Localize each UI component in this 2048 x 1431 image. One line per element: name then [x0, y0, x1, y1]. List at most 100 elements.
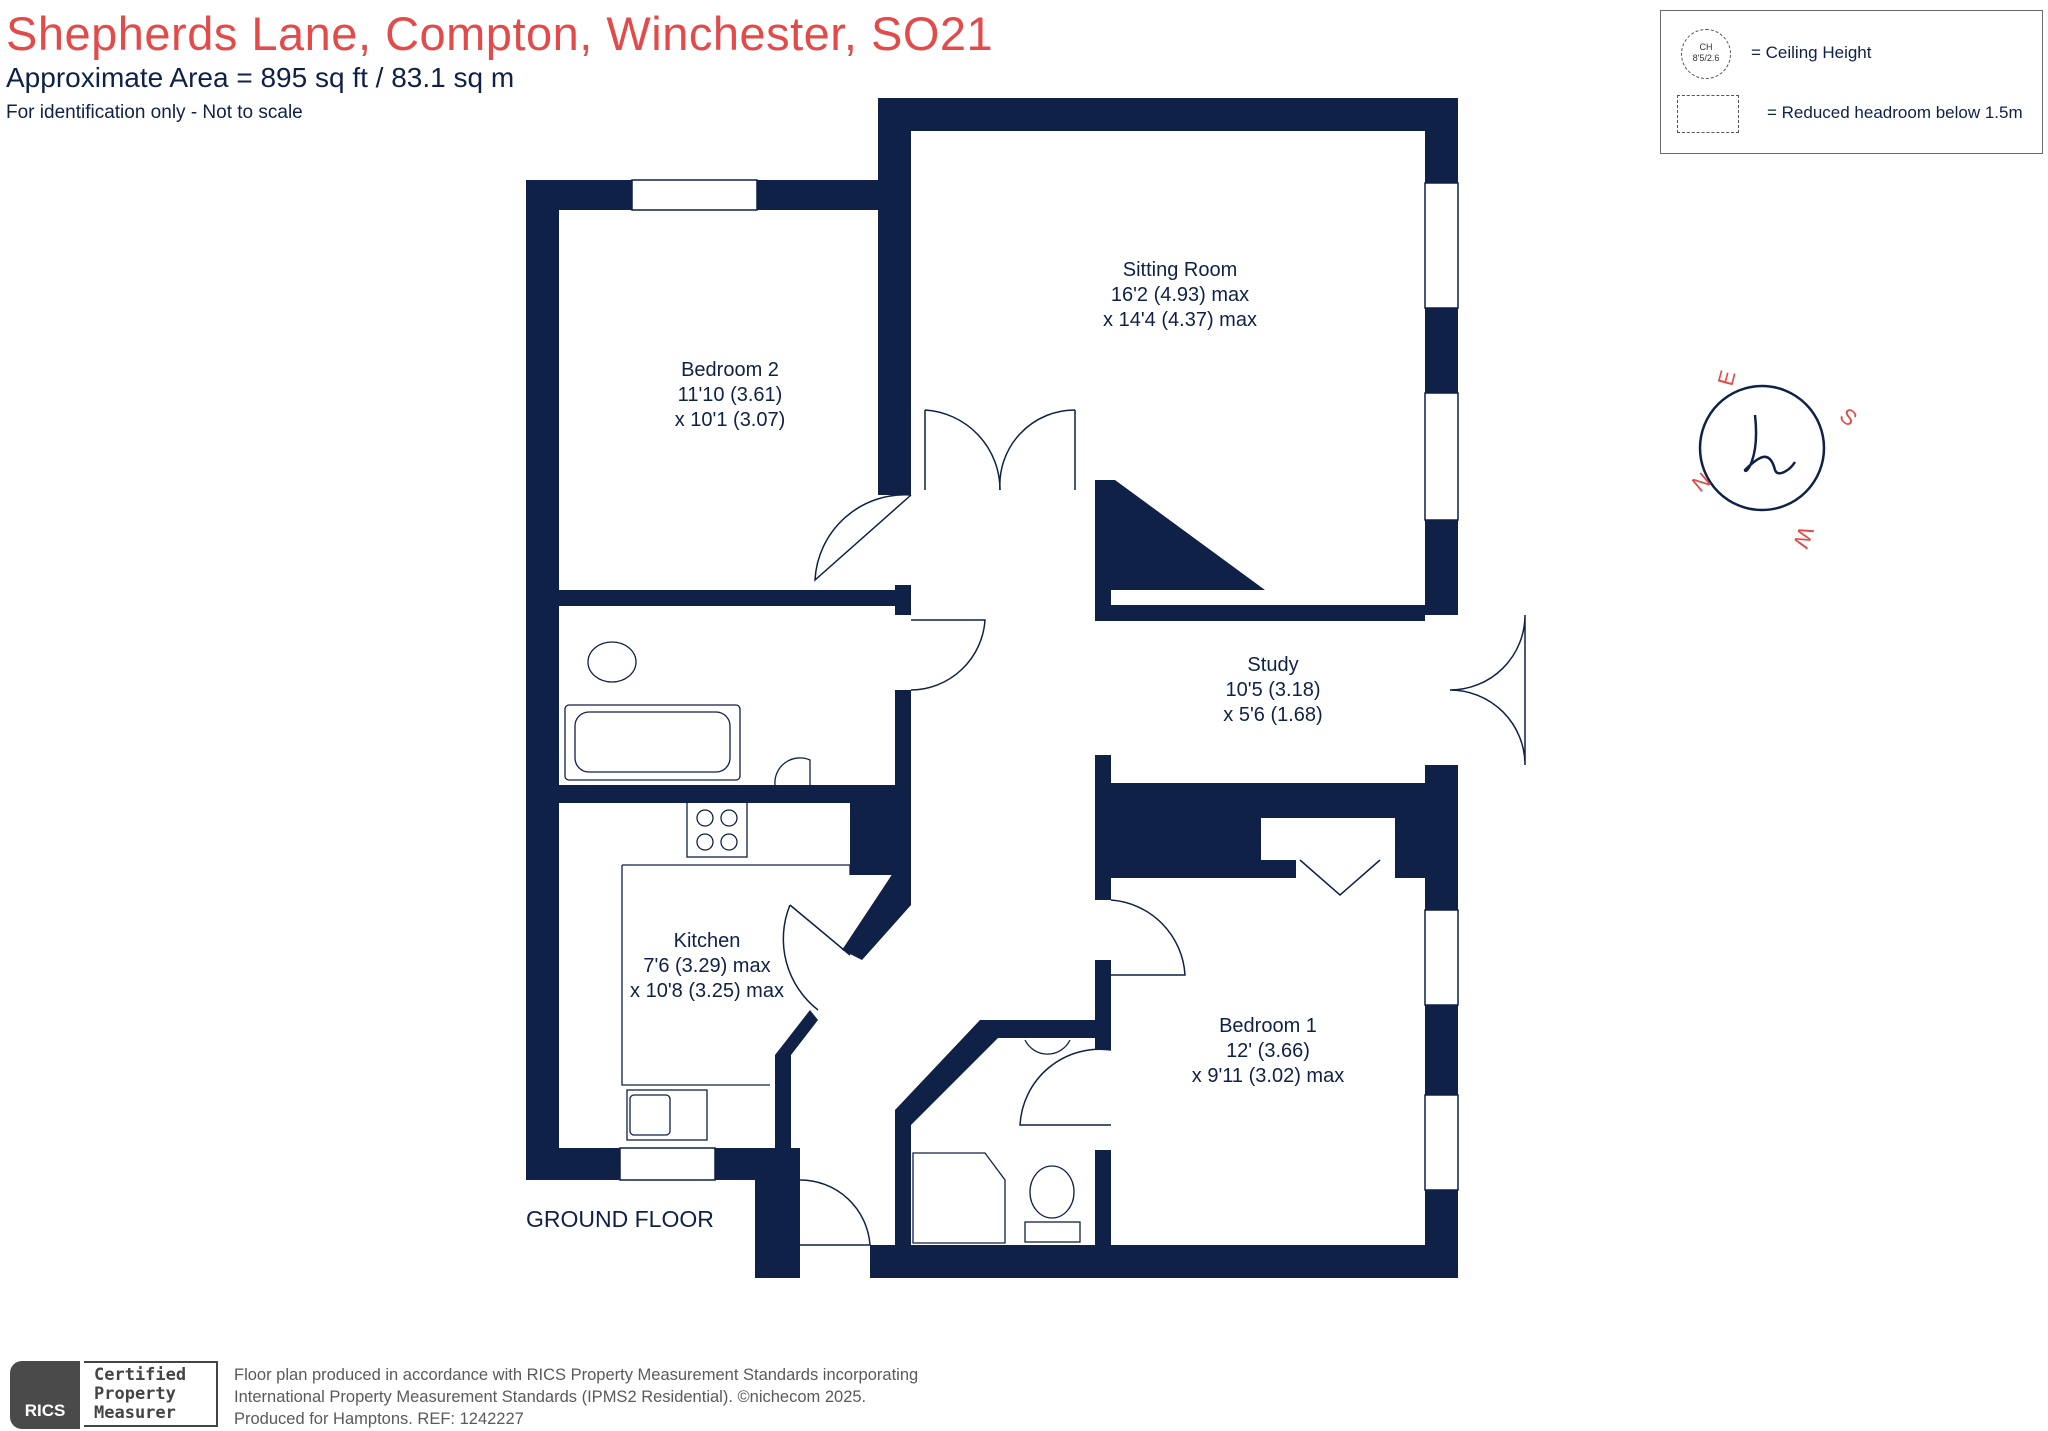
north-wall-bedroom2-a — [526, 180, 632, 210]
room-name: Kitchen — [673, 930, 741, 952]
kitchen-pillar — [850, 800, 911, 875]
kitchen-angled-wall — [842, 870, 911, 960]
room-dimension: 11'10 (3.61) — [677, 384, 783, 406]
sitting-west-wall-upper — [878, 98, 911, 495]
cupboard-doors — [1299, 859, 1381, 896]
bathroom-east-stub — [895, 585, 911, 615]
study-south-west — [1095, 755, 1111, 900]
study-south-wall — [1111, 783, 1425, 818]
approximate-area: Approximate Area = 895 sq ft / 83.1 sq m — [6, 61, 515, 93]
room-dimension: 16'2 (4.93) max — [1110, 284, 1250, 306]
room-dimension: x 9'11 (3.02) max — [1191, 1065, 1345, 1087]
header: Shepherds Lane, Compton, Winchester, SO2… — [6, 8, 993, 124]
kitchen-south-wall-a — [526, 1148, 620, 1180]
sitting-door-left — [924, 409, 1001, 491]
badge-line: Certified — [94, 1365, 187, 1385]
bedroom2-door — [814, 494, 912, 582]
bathroom-door — [910, 619, 986, 691]
ceiling-symbol-line1: CH — [1699, 42, 1713, 52]
bedroom1-window-2 — [1424, 1094, 1459, 1191]
room-name: Bedroom 1 — [1219, 1015, 1317, 1037]
bedroom1-north-wall-a — [1111, 860, 1296, 878]
ensuite-cistern — [1024, 1221, 1081, 1243]
bedroom1-north-wall-b — [1395, 818, 1425, 878]
bath-icon — [564, 704, 741, 781]
bedroom1-door — [1110, 899, 1186, 976]
bedroom2-window — [631, 179, 758, 211]
ensuite-west-wall — [895, 1110, 911, 1245]
sitting-door-right — [999, 409, 1076, 491]
hob-ring — [720, 833, 738, 851]
room-dimension: 10'5 (3.18) — [1225, 679, 1321, 701]
ensuite-toilet-icon — [1029, 1165, 1075, 1219]
walls — [526, 98, 1458, 1278]
east-wall-5 — [1425, 1005, 1458, 1095]
room-study: Study 10'5 (3.18) x 5'6 (1.68) — [1223, 653, 1322, 728]
footer-line: Produced for Hamptons. REF: 1242227 — [234, 1410, 524, 1428]
bathroom-east-wall — [895, 690, 911, 790]
kitchen-worktop — [621, 864, 851, 1086]
room-name: Study — [1247, 654, 1299, 676]
room-dimension: 7'6 (3.29) max — [643, 955, 771, 977]
sink-bowl — [629, 1094, 671, 1136]
ceiling-height-symbol: CH 8'5/2.6 — [1681, 29, 1731, 79]
ensuite-north-wall — [985, 1020, 1095, 1038]
shower-icon — [912, 1152, 1006, 1244]
rics-certified-badge: RICS Certified Property Measurer — [10, 1361, 219, 1431]
bathroom-toilet-icon — [587, 641, 637, 683]
hob-icon — [686, 801, 748, 858]
west-wall — [526, 180, 559, 1180]
hall-west-wall — [775, 1055, 791, 1180]
sitting-window-1 — [1424, 182, 1459, 309]
bedroom1-west-wall-a — [1095, 960, 1111, 1020]
ensuite-east-stub — [1095, 1020, 1111, 1050]
entrance-door — [799, 1179, 871, 1246]
room-bedroom-1: Bedroom 1 12' (3.66) x 9'11 (3.02) max — [1192, 1014, 1344, 1089]
ceiling-symbol-line2: 8'5/2.6 — [1692, 53, 1720, 63]
room-dimension: x 14'4 (4.37) max — [1103, 309, 1257, 331]
room-name: Bedroom 2 — [681, 359, 779, 381]
compass: N E S W — [1687, 368, 1862, 552]
compass-n: N — [1687, 467, 1715, 496]
compass-s: S — [1835, 403, 1862, 432]
bedroom2-south-wall — [559, 590, 899, 606]
room-dimension: x 10'8 (3.25) max — [630, 980, 784, 1002]
footer-line: International Property Measurement Stand… — [234, 1388, 867, 1406]
compass-e: E — [1713, 368, 1741, 389]
room-sitting-room: Sitting Room 16'2 (4.93) max x 14'4 (4.3… — [1103, 258, 1257, 333]
ensuite-basin-icon — [1024, 1039, 1071, 1055]
disclaimer-note: For identification only - Not to scale — [6, 101, 303, 123]
sitting-window-2 — [1424, 392, 1459, 521]
footer-credits: Floor plan produced in accordance with R… — [234, 1364, 918, 1430]
footer-line: Floor plan produced in accordance with R… — [234, 1366, 919, 1384]
bathroom-south-wall — [559, 785, 911, 803]
room-kitchen: Kitchen 7'6 (3.29) max x 10'8 (3.25) max — [630, 929, 784, 1004]
certified-measurer-text: Certified Property Measurer — [84, 1361, 218, 1427]
hall-angled-wall — [775, 1010, 818, 1055]
north-wall-sitting — [878, 98, 1458, 131]
ensuite-stub — [1095, 1150, 1111, 1180]
sink-icon — [626, 1089, 708, 1141]
door-swings — [782, 409, 1526, 1246]
east-wall-3 — [1425, 520, 1458, 615]
south-wall — [870, 1245, 1458, 1278]
bedroom1-window-1 — [1424, 909, 1459, 1006]
rics-logo-text: RICS — [24, 1401, 66, 1420]
hob-ring — [696, 809, 714, 827]
bedroom2-east-stub — [895, 480, 911, 495]
study-north-wall — [1095, 605, 1425, 621]
room-dimension: x 5'6 (1.68) — [1223, 704, 1323, 726]
compass-ring — [1698, 384, 1826, 512]
east-wall-1 — [1425, 98, 1458, 183]
kitchen-door — [782, 904, 851, 1011]
stair-triangle — [1095, 480, 1265, 590]
reduced-headroom-symbol — [1677, 95, 1739, 133]
ceiling-height-label: = Ceiling Height — [1751, 43, 1872, 62]
reduced-headroom-label: = Reduced headroom below 1.5m — [1767, 103, 2023, 122]
compass-w: W — [1788, 523, 1819, 551]
north-wall-bedroom2-b — [757, 180, 879, 210]
ensuite-angled-wall — [895, 1020, 998, 1125]
east-wall-2 — [1425, 308, 1458, 393]
fixtures — [564, 641, 1081, 1244]
